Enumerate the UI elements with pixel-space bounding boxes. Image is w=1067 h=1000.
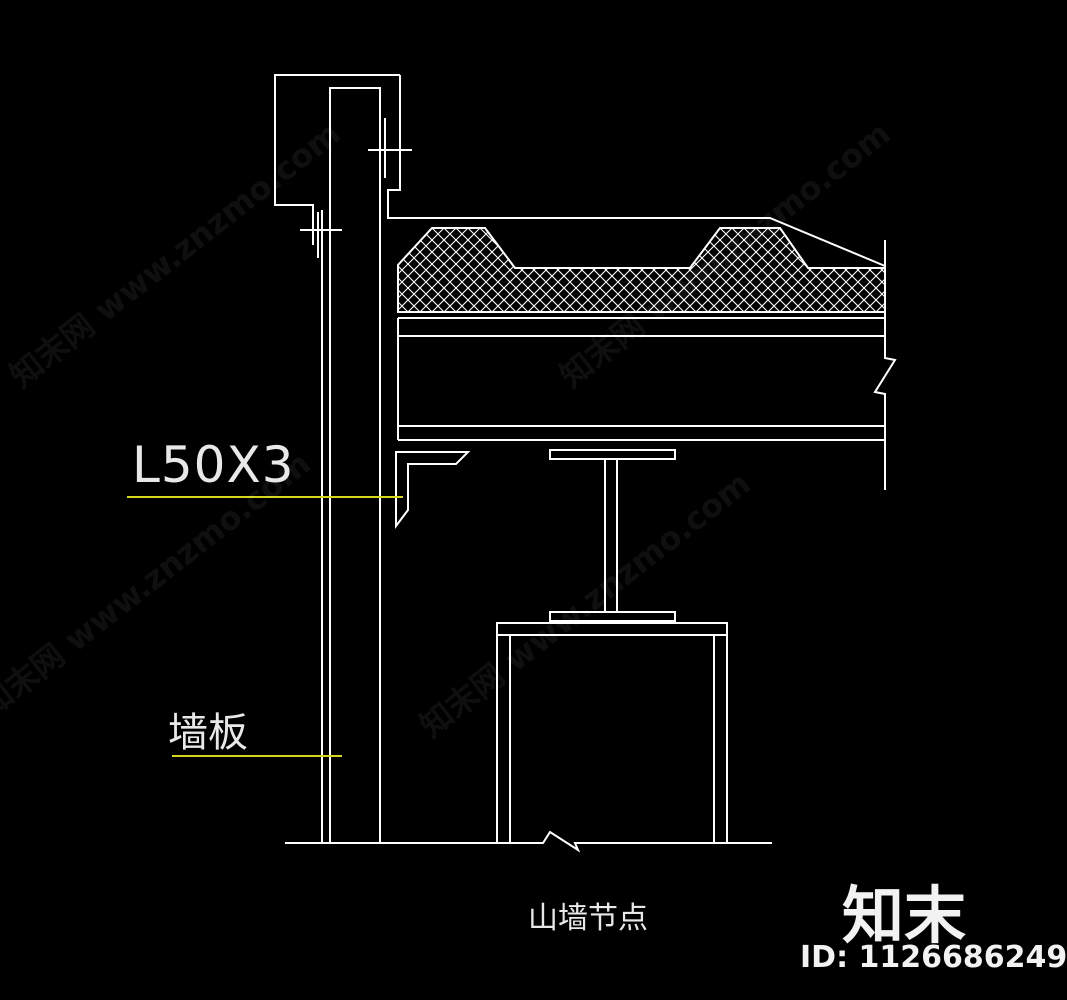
break-line-right bbox=[873, 240, 897, 490]
gable-wall-node-drawing bbox=[127, 74, 897, 853]
parapet-cap bbox=[329, 87, 381, 843]
support-wall bbox=[496, 622, 728, 843]
brand-logo: 知末 bbox=[842, 879, 967, 952]
i-beam bbox=[549, 449, 676, 622]
drawing-title: 山墙节点 bbox=[528, 901, 648, 936]
angle-steel bbox=[395, 451, 471, 529]
resource-id: ID: 1126686249 bbox=[800, 940, 1067, 975]
fastener-mark bbox=[300, 118, 412, 258]
base-line bbox=[285, 830, 772, 853]
purlin bbox=[397, 317, 885, 441]
flashing-right bbox=[387, 75, 886, 267]
flashing-outer bbox=[274, 74, 400, 245]
angle-steel-label: L50X3 bbox=[132, 436, 295, 494]
wall-panel-label: 墙板 bbox=[168, 710, 248, 756]
